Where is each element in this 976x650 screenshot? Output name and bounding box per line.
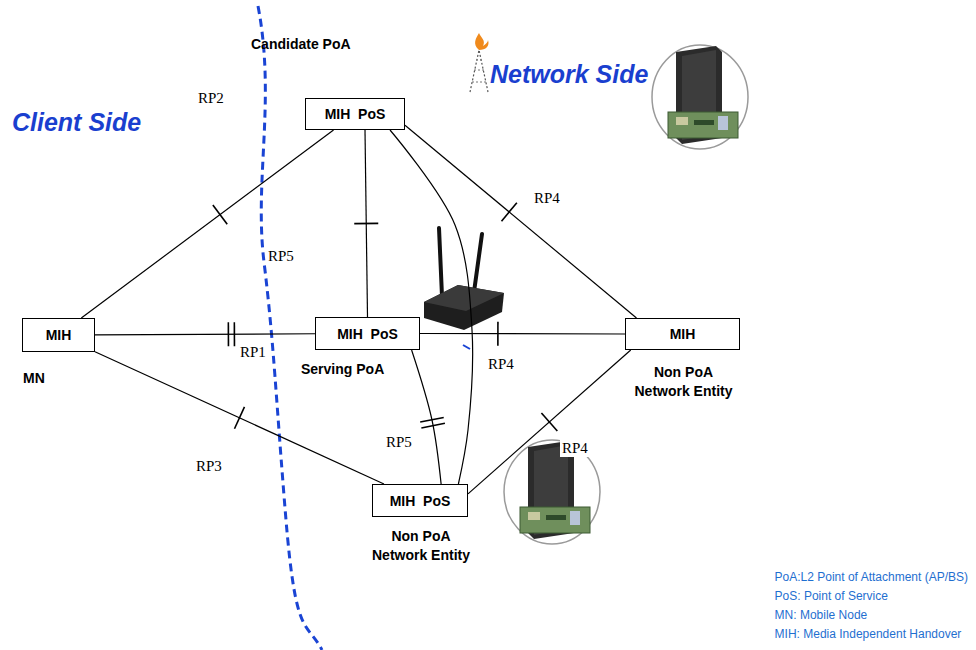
interface-link [405, 125, 637, 318]
connector [81, 130, 333, 318]
interface-tick [421, 423, 445, 428]
reference-point-label: RP5 [384, 434, 414, 451]
reference-point-label: RP2 [196, 90, 226, 107]
interface-link [81, 130, 333, 318]
interface-tick [234, 407, 244, 429]
entity-caption: Non PoA Network Entity [629, 363, 739, 401]
interface-tick [420, 417, 444, 422]
reference-point-label: RP4 [560, 440, 590, 457]
reference-point-label: RP4 [532, 190, 562, 207]
entity-name: MIH [670, 326, 696, 342]
interface-link [420, 322, 625, 346]
key-line: PoS: Point of Service [775, 587, 968, 606]
mih-entity-box: MIH PoSServing PoA [315, 317, 420, 350]
interface-tick [213, 205, 227, 224]
entity-caption: Non PoA Network Entity [366, 527, 476, 565]
interface-tick [354, 223, 378, 225]
entity-name: MIH PoS [325, 106, 386, 122]
entity-name: MIH PoS [390, 493, 451, 509]
reference-point-label: RP5 [266, 248, 296, 265]
connector [390, 130, 473, 484]
connector [95, 334, 315, 335]
reference-point-label: RP4 [486, 356, 516, 373]
key-line: MIH: Media Independent Handover [775, 625, 968, 644]
connector [412, 350, 442, 484]
side-title: Network Side [490, 60, 648, 89]
interface-link [95, 322, 315, 346]
interface-tick [497, 322, 499, 346]
wireless-router [424, 228, 504, 330]
connector [420, 333, 625, 335]
mih-entity-box: Candidate PoAMIH PoS [305, 98, 405, 130]
entity-caption: MN [23, 369, 45, 388]
reference-point-label: RP3 [194, 458, 224, 475]
entity-name: MIH [46, 327, 72, 343]
connector [468, 350, 631, 494]
key-line: MN: Mobile Node [775, 606, 968, 625]
server-icon [504, 440, 600, 544]
key-line: PoA:L2 Point of Attachment (AP/BS) [775, 568, 968, 587]
mih-entity-box: MIHMN [22, 318, 95, 352]
interface-tick [228, 322, 230, 346]
interface-link [468, 350, 631, 494]
entity-caption: Serving PoA [301, 360, 384, 379]
reference-point-label: RP1 [238, 344, 268, 361]
side-title: Client Side [12, 108, 141, 137]
mih-entity-box: MIH PoSNon PoA Network Entity [372, 484, 468, 517]
entity-name: MIH PoS [337, 326, 398, 342]
entity-caption: Candidate PoA [251, 35, 351, 54]
interface-tick [234, 322, 236, 346]
connector [95, 352, 384, 484]
interface-link [354, 130, 378, 317]
interface-link [95, 352, 384, 484]
interface-link [390, 130, 473, 484]
interface-link [412, 350, 445, 484]
interface-tick [501, 203, 516, 221]
mark [463, 345, 470, 349]
mih-entity-box: MIHNon PoA Network Entity [625, 318, 740, 350]
antenna-tower [470, 33, 489, 92]
server-icon [652, 45, 748, 149]
interface-tick [541, 413, 557, 431]
abbreviation-key: PoA:L2 Point of Attachment (AP/BS)PoS: P… [775, 568, 968, 644]
connector [405, 125, 637, 318]
